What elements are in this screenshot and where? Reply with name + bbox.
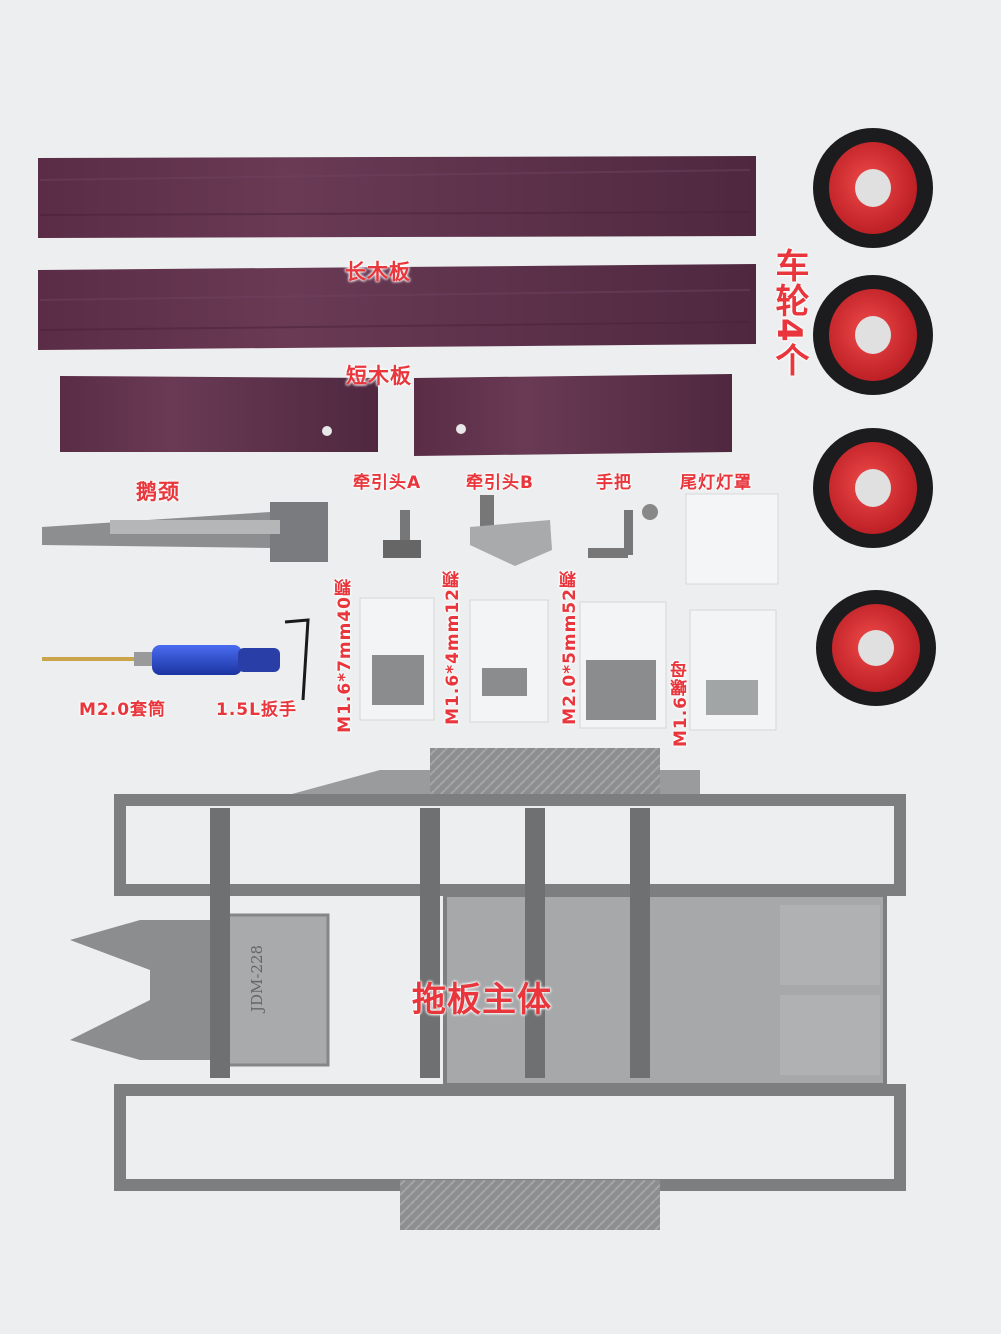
label-tow-head-b: 牵引头B	[466, 473, 534, 493]
socket-tool	[42, 645, 280, 675]
label-trailer-body: 拖板主体	[412, 980, 552, 1020]
label-short-board: 短木板	[346, 364, 412, 388]
long-board-2	[38, 264, 756, 350]
label-tow-head-a: 牵引头A	[353, 473, 422, 493]
screw-bag-2	[469, 599, 549, 723]
tow-head-a-part	[383, 510, 421, 558]
label-socket: M2.0套筒	[79, 700, 167, 720]
gooseneck-part	[42, 502, 328, 562]
nut-bag	[689, 609, 777, 731]
handle-part	[588, 504, 658, 558]
trailer-body-part: JDM-228	[70, 748, 906, 1230]
screw-bag-3	[579, 601, 667, 729]
label-screw-m16-7: M1.6*7mm40颗	[335, 578, 355, 733]
label-screw-m16-4: M1.6*4mm12颗	[443, 570, 463, 725]
screw-bag-1	[359, 597, 435, 721]
label-wrench: 1.5L扳手	[216, 700, 297, 720]
label-wheels: 车轮4个	[769, 248, 809, 378]
hex-wrench	[284, 618, 310, 701]
wheel-4	[816, 590, 936, 706]
label-gooseneck: 鹅颈	[136, 480, 180, 504]
short-board-2	[414, 374, 732, 456]
short-board-1	[60, 376, 378, 452]
tow-head-b-part	[470, 495, 552, 566]
label-screw-m20-5: M2.0*5mm52颗	[560, 570, 580, 725]
wheel-1	[813, 128, 933, 248]
wheel-3	[813, 428, 933, 548]
label-handle: 手把	[596, 473, 632, 493]
taillight-bag	[685, 493, 779, 585]
label-taillight-cover: 尾灯灯罩	[680, 473, 752, 493]
wheel-2	[813, 275, 933, 395]
label-nut-m16: M1.6螺母	[671, 660, 691, 748]
label-long-board: 长木板	[345, 260, 411, 284]
long-board-1	[38, 156, 756, 238]
plate-engraving: JDM-228	[248, 945, 266, 1014]
